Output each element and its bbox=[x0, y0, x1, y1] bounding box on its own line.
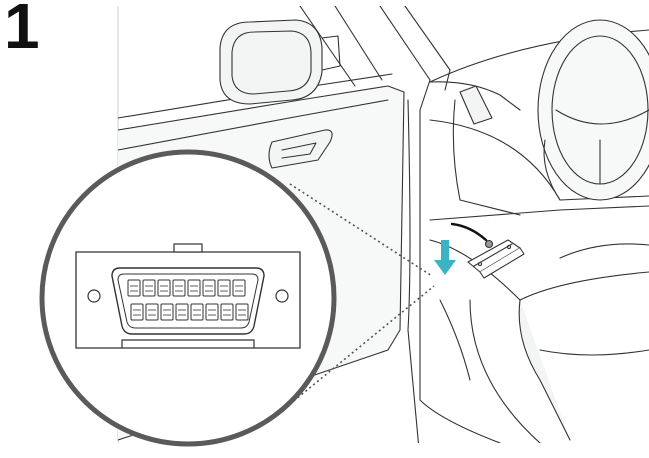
zoom-callout-lines bbox=[289, 183, 435, 405]
side-mirror bbox=[219, 19, 341, 105]
driver-seat bbox=[469, 243, 649, 443]
step-number: 1 bbox=[4, 0, 40, 62]
down-arrow-icon bbox=[434, 240, 456, 275]
steering-wheel bbox=[537, 19, 649, 201]
pin-row-bottom bbox=[130, 303, 249, 321]
obd2-adapter bbox=[450, 222, 525, 279]
footwell bbox=[419, 239, 521, 443]
obd2-port-zoom bbox=[39, 149, 337, 447]
pin-row-top bbox=[127, 279, 246, 297]
